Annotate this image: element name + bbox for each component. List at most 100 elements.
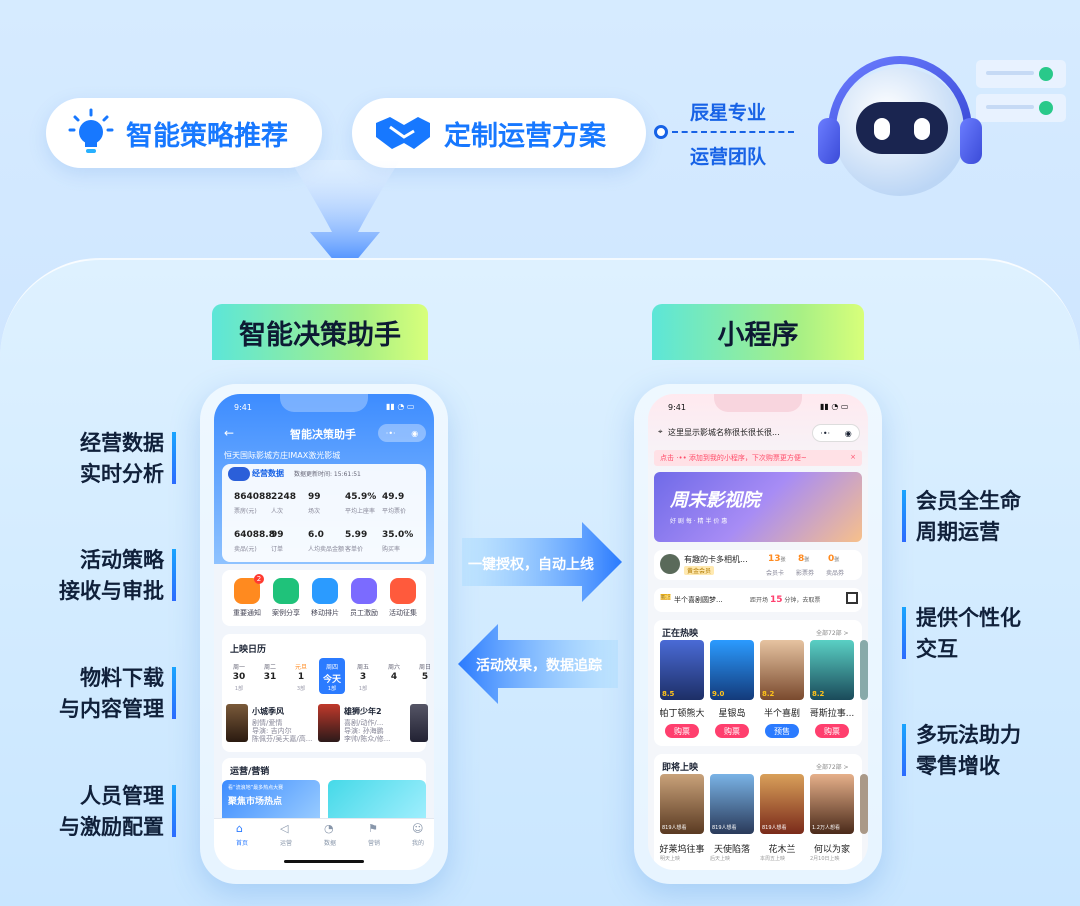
- movie-poster[interactable]: [810, 774, 854, 834]
- movie-poster[interactable]: [226, 704, 248, 742]
- movie-poster[interactable]: [760, 774, 804, 834]
- all-now-link[interactable]: 全部72部 >: [816, 630, 849, 637]
- movie-poster[interactable]: [660, 640, 704, 700]
- day-count: 1部: [358, 686, 368, 692]
- shortcut-label[interactable]: 活动征集: [389, 609, 417, 617]
- nav-item-label[interactable]: 首页: [235, 840, 248, 847]
- member-stat-value[interactable]: 13张: [768, 554, 786, 564]
- member-card[interactable]: 有趣的卡多相机... 黄金会员: [654, 550, 862, 580]
- member-stat-value[interactable]: 0张: [828, 554, 840, 564]
- chart-icon[interactable]: ◔: [324, 822, 334, 835]
- close-circle-icon[interactable]: ◉: [411, 428, 419, 438]
- robot-small-icon: [228, 467, 250, 481]
- qrcode-icon[interactable]: [846, 592, 858, 604]
- movie-poster[interactable]: [860, 640, 868, 700]
- day-weekday: 周四: [325, 664, 338, 671]
- day-date: 30: [232, 672, 246, 682]
- back-icon[interactable]: ←: [224, 426, 235, 440]
- tab-mini-program: 小程序: [652, 304, 864, 360]
- down-arrow-icon: [290, 160, 400, 274]
- robot-mascot-icon: [818, 56, 1066, 196]
- trophy-icon[interactable]: [351, 578, 377, 604]
- movie-poster[interactable]: [860, 774, 868, 834]
- business-data-card: 经营数据 数据更新时间: 15:61:51: [222, 464, 426, 562]
- movie-title[interactable]: 好莱坞往事: [659, 845, 705, 855]
- home-icon[interactable]: ⌂: [236, 822, 243, 835]
- stat-value: 35.0%: [382, 530, 414, 540]
- member-stat-value[interactable]: 8张: [798, 554, 810, 564]
- status-icons: ▮▮ ◔ ▭: [386, 402, 415, 411]
- movie-poster[interactable]: [810, 640, 854, 700]
- movie-poster[interactable]: [410, 704, 428, 742]
- ticket-reminder[interactable]: 🎫 半个喜剧圆梦... 距开场 15 分钟，去取票: [654, 588, 862, 612]
- shortcut-label[interactable]: 员工激励: [350, 609, 378, 617]
- buy-ticket-button[interactable]: 购票: [815, 724, 849, 738]
- movie-title[interactable]: 哥斯拉事...: [809, 709, 855, 719]
- schedule-icon[interactable]: [312, 578, 338, 604]
- movie-poster[interactable]: [318, 704, 340, 742]
- movie2-name: 雄狮少年2: [344, 707, 382, 716]
- flag-icon[interactable]: [390, 578, 416, 604]
- handshake-icon: [376, 117, 430, 149]
- shortcut-label[interactable]: 移动排片: [311, 609, 339, 617]
- more-icon[interactable]: ·•·: [820, 428, 831, 438]
- buy-ticket-button[interactable]: 购票: [715, 724, 749, 738]
- stat-label: 平均票价: [382, 508, 407, 515]
- release-date: 后天上映: [710, 856, 731, 862]
- banner-small-text: 看“流浪地”最多热点大赛: [228, 785, 284, 791]
- stat-label: 平均上座率: [345, 508, 376, 515]
- movie-title[interactable]: 花木兰: [768, 845, 796, 855]
- team-connector-dot: [654, 125, 668, 139]
- day-weekday: 周五: [356, 664, 369, 671]
- phone2-screen: 9:41 ▮▮ ◔ ▭ ⌖ 这里显示影城名称很长很长很... ·•·◉ 点击 ·…: [648, 394, 868, 870]
- day-date: 3: [359, 672, 367, 682]
- right-arrow-icon: [462, 522, 622, 602]
- movie-title[interactable]: 半个喜剧: [763, 709, 800, 719]
- day-date: 31: [263, 672, 277, 682]
- movie-title[interactable]: 星银岛: [718, 709, 746, 719]
- movie-poster[interactable]: [710, 774, 754, 834]
- movie-poster[interactable]: [760, 640, 804, 700]
- coming-soon-title: 即将上映: [662, 763, 699, 773]
- buy-ticket-button[interactable]: 购票: [665, 724, 699, 738]
- add-miniprogram-notice[interactable]: 点击 ·•• 添加到我的小程序，下次购票更方便~×: [654, 450, 862, 466]
- weekend-banner[interactable]: 周末影视院 好 剧 每 · 精 半 价 惠: [654, 472, 862, 542]
- movie-title[interactable]: 天使陷落: [713, 845, 750, 855]
- nav-item-label[interactable]: 营销: [367, 840, 380, 847]
- movie2-director: 导演: 孙海鹏: [344, 727, 384, 735]
- smile-icon[interactable]: ☺: [412, 822, 424, 835]
- shortcut-label[interactable]: 案例分享: [272, 609, 300, 617]
- close-circle-icon[interactable]: ◉: [844, 428, 852, 438]
- movie-score: 8.5: [662, 690, 675, 698]
- calendar-day[interactable]: [319, 658, 345, 694]
- banner-title: 周末影视院: [670, 490, 760, 511]
- cinema-location[interactable]: 这里显示影城名称很长很长很...: [668, 428, 780, 437]
- want-to-see-count: 1.2万人想看: [812, 825, 840, 831]
- megaphone-icon[interactable]: ◁: [280, 822, 289, 835]
- shortcut-label[interactable]: 重要通知: [233, 609, 261, 617]
- all-soon-link[interactable]: 全部72部 >: [816, 764, 849, 771]
- movie-poster[interactable]: [710, 640, 754, 700]
- more-icon[interactable]: ·•·: [385, 428, 396, 438]
- member-stat-label: 影票券: [796, 570, 815, 577]
- location-icon[interactable]: ⌖: [658, 427, 663, 436]
- nav-item-label[interactable]: 运营: [279, 840, 292, 847]
- capsule-menu[interactable]: ·•· ◉: [378, 424, 426, 442]
- buy-ticket-button[interactable]: 预售: [765, 724, 799, 738]
- movie1-genre: 剧情/爱情: [252, 719, 283, 727]
- movie-poster[interactable]: [660, 774, 704, 834]
- close-icon: ×: [850, 453, 856, 461]
- flag-icon[interactable]: ⚑: [368, 822, 378, 835]
- stat-value: 2248: [271, 492, 297, 502]
- document-icon[interactable]: [273, 578, 299, 604]
- ticket-icon: 🎫: [660, 593, 672, 603]
- left-arrow-icon: [458, 624, 618, 704]
- nav-item-label[interactable]: 我的: [411, 840, 424, 847]
- release-date: 2月10日上映: [810, 856, 840, 862]
- movie2-cast: 李帅/陈众/修...: [344, 735, 391, 743]
- capsule-menu[interactable]: ·•· ◉: [812, 424, 860, 442]
- nav-item-label[interactable]: 数据: [323, 840, 336, 847]
- movie-title[interactable]: 帕丁顿熊大: [659, 709, 705, 719]
- phone1-screen: 9:41 ▮▮ ◔ ▭ ← 智能决策助手 ·•·◉ 恒天国际影城方庄IMAX激光…: [214, 394, 434, 870]
- movie-title[interactable]: 何以为家: [813, 845, 850, 855]
